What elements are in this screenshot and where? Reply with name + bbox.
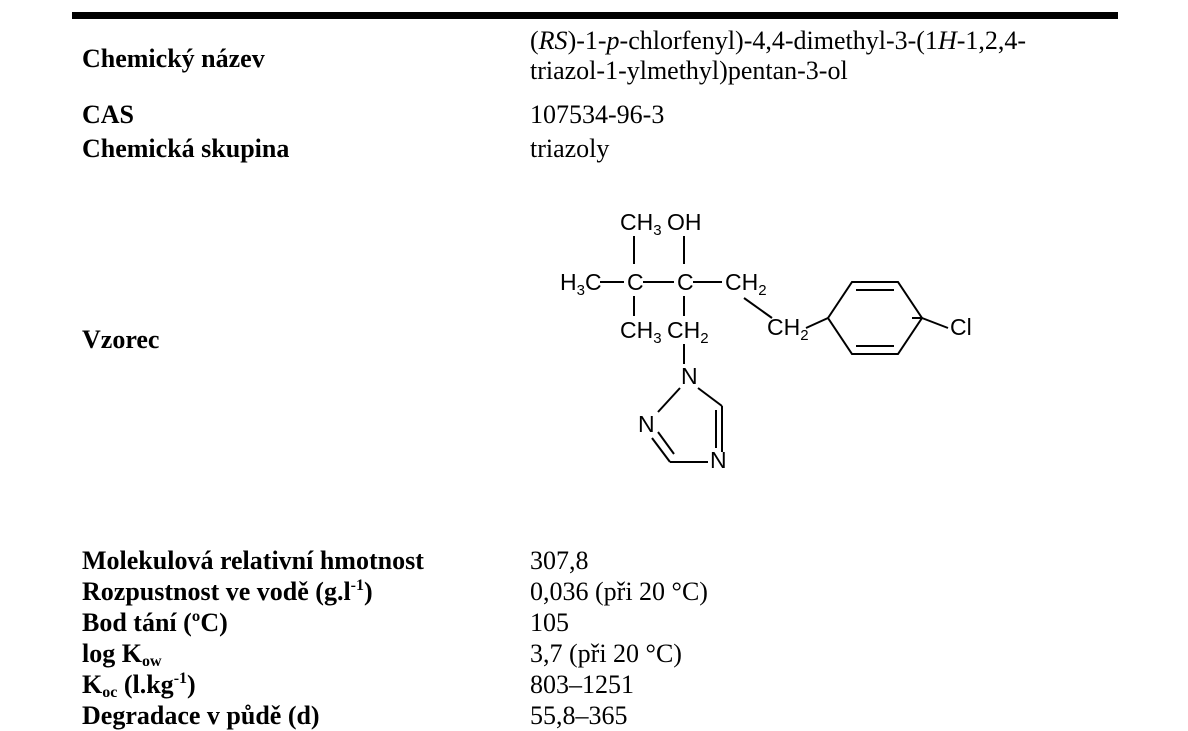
value-chemical-name-line1: (RS)-1-p-chlorfenyl)-4,4-dimethyl-3-(1H-… (530, 26, 1027, 55)
formula-ch3-top: CH3 (620, 209, 662, 239)
label-melting-point: Bod tání (ºC) (82, 608, 228, 637)
value-log-kow: 3,7 (při 20 °C) (530, 639, 682, 668)
label-soil-degradation: Degradace v půdě (d) (82, 701, 320, 730)
label-koc: Koc (l.kg-1) (82, 670, 196, 701)
value-chemical-name-line2: triazol-1-ylmethyl)pentan-3-ol (530, 56, 848, 85)
formula-ch2-link: CH2 (767, 314, 809, 344)
label-chemical-name: Chemický název (82, 44, 265, 73)
value-molecular-weight: 307,8 (530, 546, 589, 575)
structural-formula: CH3 OH H3C C C CH2 CH3 CH2 CH2 Cl N N N (560, 209, 972, 473)
formula-ch2-right: CH2 (725, 269, 767, 299)
label-formula: Vzorec (82, 325, 160, 354)
formula-oh: OH (667, 209, 702, 235)
value-melting-point: 105 (530, 608, 569, 637)
label-chemical-group: Chemická skupina (82, 134, 290, 163)
value-chemical-name: (RS)-1-p-chlorfenyl)-4,4-dimethyl-3-(1H-… (530, 26, 1026, 86)
value-solubility: 0,036 (při 20 °C) (530, 577, 708, 606)
formula-n1: N (681, 363, 698, 389)
value-koc: 803–1251 (530, 670, 634, 699)
formula-h3c: H3C (560, 269, 602, 299)
value-chemical-group: triazoly (530, 134, 610, 163)
value-cas: 107534-96-3 (530, 100, 665, 129)
label-log-kow: log Kow (82, 639, 162, 670)
label-molecular-weight: Molekulová relativní hmotnost (82, 546, 424, 575)
label-cas: CAS (82, 100, 135, 129)
formula-ch2-bottom: CH2 (667, 317, 709, 347)
formula-c1: C (627, 269, 644, 295)
formula-n4: N (710, 447, 727, 473)
formula-n2: N (638, 411, 655, 437)
formula-c2: C (677, 269, 694, 295)
top-rule (72, 12, 1118, 19)
label-solubility: Rozpustnost ve vodě (g.l-1) (82, 577, 373, 606)
formula-ch3-bottom: CH3 (620, 317, 662, 347)
formula-cl: Cl (950, 314, 972, 340)
value-soil-degradation: 55,8–365 (530, 701, 628, 730)
